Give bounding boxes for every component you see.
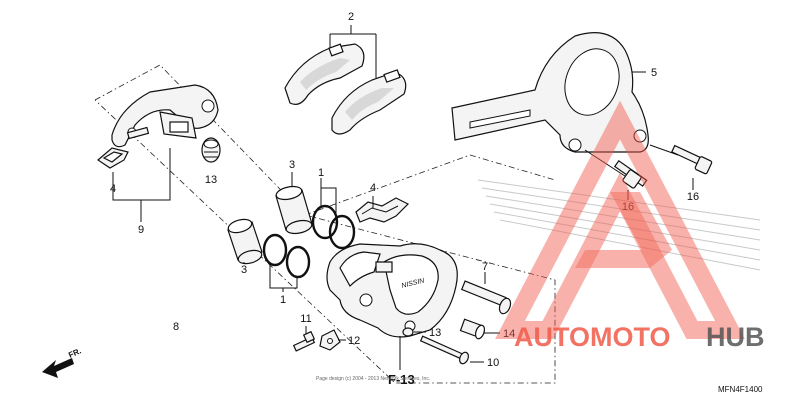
piston-seals-lower bbox=[262, 233, 311, 279]
automotohub-wordmark: AUTOMOTO HUB bbox=[514, 322, 765, 352]
callout-3-lower: 3 bbox=[241, 264, 247, 276]
callout-16-left: 16 bbox=[622, 201, 634, 213]
slide-pin bbox=[460, 280, 512, 315]
caliper-body: NISSIN bbox=[326, 243, 458, 338]
pad-spring bbox=[355, 197, 410, 223]
piston-seals-upper bbox=[311, 204, 356, 250]
brake-pad-set bbox=[284, 43, 407, 135]
callout-14: 14 bbox=[503, 328, 515, 340]
assembly-outline bbox=[94, 64, 556, 384]
bolt-16-left bbox=[584, 149, 648, 189]
brand-name-part2: HUB bbox=[706, 322, 765, 352]
callout-2: 2 bbox=[348, 11, 354, 23]
pin-boot bbox=[201, 137, 221, 163]
callout-7: 7 bbox=[482, 261, 488, 273]
pad-support-bracket bbox=[111, 84, 219, 148]
callout-11: 11 bbox=[300, 313, 311, 325]
callout-10: 10 bbox=[487, 357, 499, 369]
assembly-outline-rear bbox=[304, 154, 556, 216]
callout-3-upper: 3 bbox=[289, 159, 295, 171]
callout-5: 4 bbox=[110, 183, 116, 195]
section-reference: F-13 bbox=[388, 372, 415, 387]
front-direction-arrow-icon bbox=[42, 358, 74, 378]
bleeder-screw bbox=[292, 330, 316, 352]
callout-9: 9 bbox=[138, 224, 144, 236]
piston-upper bbox=[275, 185, 313, 235]
bleeder-cap bbox=[402, 327, 414, 337]
diagram-code: MFN4F1400 bbox=[718, 385, 763, 394]
caliper-bracket bbox=[451, 32, 649, 153]
pad-pin bbox=[419, 335, 469, 365]
honda-wing-watermark-icon bbox=[477, 179, 761, 271]
copyright-footer: Page design (c) 2004 - 2013 Network Serv… bbox=[316, 376, 430, 382]
callout-13: 13 bbox=[429, 327, 441, 339]
callout-6: 5 bbox=[651, 67, 657, 79]
callout-12: 12 bbox=[348, 335, 360, 347]
callout-8: 8 bbox=[173, 321, 179, 333]
callout-15: 13 bbox=[205, 174, 217, 186]
callout-1-upper: 1 bbox=[318, 167, 324, 179]
pin-bushing bbox=[459, 318, 486, 340]
callout-16-right: 16 bbox=[687, 191, 699, 203]
pad-clip bbox=[97, 147, 129, 169]
callout-1-lower: 1 bbox=[280, 294, 286, 306]
piston-lower bbox=[227, 218, 263, 265]
automotohub-logo-icon bbox=[495, 100, 745, 339]
brand-name-part1: AUTOMOTO bbox=[514, 322, 671, 352]
callout-4: 4 bbox=[370, 182, 376, 194]
bolt-16-right bbox=[649, 144, 713, 175]
front-direction-label: FR. bbox=[67, 346, 82, 359]
bracket-plate bbox=[319, 329, 341, 351]
